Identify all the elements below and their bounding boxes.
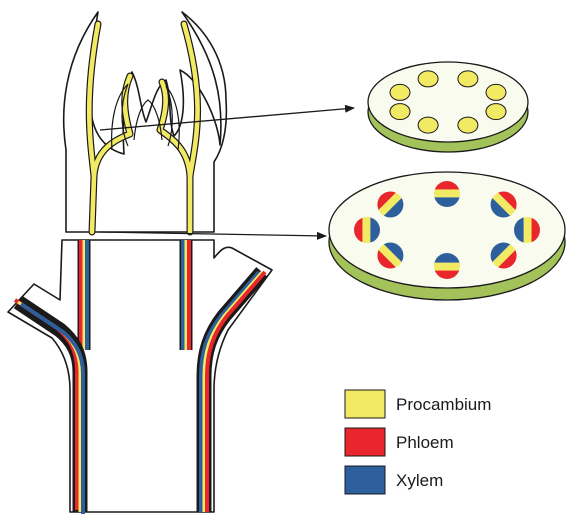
legend-item-xylem: Xylem	[345, 466, 443, 494]
upper-bundle	[458, 117, 478, 133]
upper-bundle	[390, 104, 410, 120]
upper-bundle	[418, 117, 438, 133]
shoot-apex	[64, 12, 227, 232]
legend-item-phloem: Phloem	[345, 428, 454, 456]
upper-bundle	[486, 104, 506, 120]
upper-bundle	[486, 84, 506, 100]
upper-cross-section	[368, 62, 528, 152]
lower-cross-section	[329, 172, 565, 300]
legend-swatch-procambium	[345, 390, 385, 418]
stem-outline	[8, 240, 272, 512]
legend-label-xylem: Xylem	[396, 471, 443, 490]
legend-label-phloem: Phloem	[396, 433, 454, 452]
upper-bundle	[390, 84, 410, 100]
legend-swatch-phloem	[345, 428, 385, 456]
stem	[8, 240, 272, 514]
upper-bundle	[458, 71, 478, 87]
legend-label-procambium: Procambium	[396, 395, 491, 414]
upper-bundle	[418, 71, 438, 87]
legend: Procambium Phloem Xylem	[345, 390, 491, 494]
legend-swatch-xylem	[345, 466, 385, 494]
stem-left-vascular-strand	[81, 240, 87, 350]
legend-item-procambium: Procambium	[345, 390, 491, 418]
stem-right-vascular-strand	[183, 240, 189, 350]
